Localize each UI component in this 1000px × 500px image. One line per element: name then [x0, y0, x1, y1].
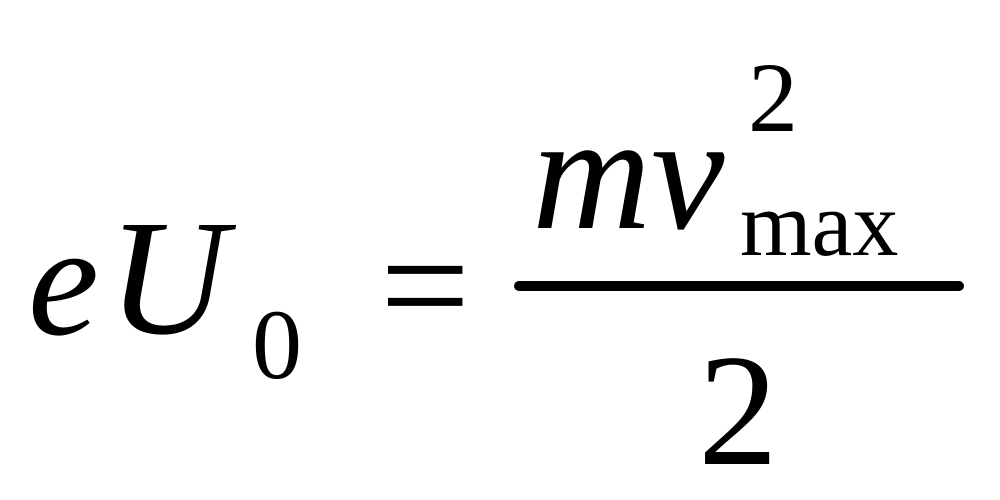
denominator: 2 — [698, 321, 778, 499]
numerator-superscript: 2 — [748, 42, 798, 153]
numerator-subscript: max — [740, 173, 899, 275]
charge-symbol: e — [28, 191, 100, 369]
numerator-base: mv — [532, 81, 725, 264]
fraction-bar — [514, 281, 964, 291]
voltage-subscript: 0 — [252, 289, 302, 400]
voltage-symbol: U — [108, 186, 228, 369]
equals-sign: = — [380, 196, 471, 374]
